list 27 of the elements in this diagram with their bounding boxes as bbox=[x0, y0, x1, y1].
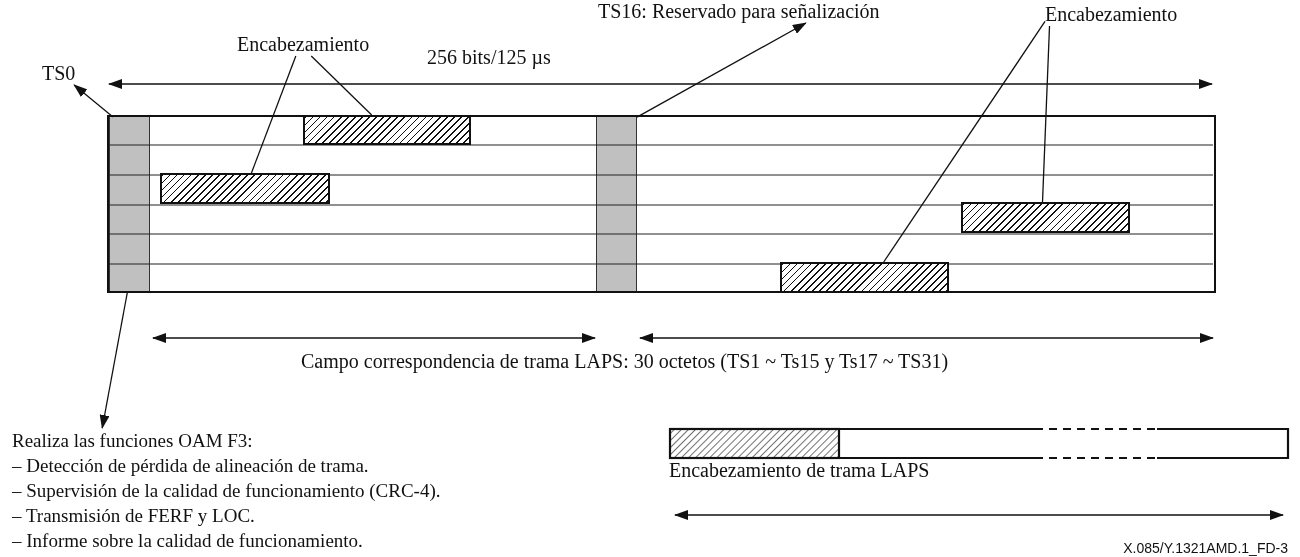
list-item: – Informe sobre la calidad de funcionamiento. bbox=[12, 529, 364, 553]
timeslot-column bbox=[109, 117, 150, 291]
note-heading: Realiza las funciones OAM F3: bbox=[12, 429, 254, 453]
header-block bbox=[961, 202, 1130, 233]
arrow bbox=[73, 84, 114, 118]
timeslot-column bbox=[596, 117, 637, 291]
arrow bbox=[636, 22, 807, 118]
figure-id: X.085/Y.1321AMD.1_FD-3 bbox=[1123, 539, 1288, 557]
leader-line bbox=[250, 55, 297, 174]
callout-label: TS16: Reservado para señalización bbox=[598, 0, 880, 23]
header-block bbox=[303, 115, 471, 145]
leader-line bbox=[883, 20, 1046, 263]
list-item: – Transmisión de FERF y LOC. bbox=[12, 504, 256, 528]
list-item: – Detección de pérdida de alineación de trama. bbox=[12, 454, 370, 478]
caption-text: Encabezamiento de trama LAPS bbox=[669, 459, 930, 482]
dimension-label: 256 bits/125 µs bbox=[427, 46, 551, 69]
timeslot-label: TS0 bbox=[42, 62, 76, 85]
frame-box bbox=[107, 115, 1216, 293]
leader-line bbox=[1041, 25, 1051, 203]
callout-label: Encabezamiento bbox=[237, 33, 370, 56]
header-block bbox=[780, 262, 949, 293]
header-block bbox=[160, 173, 330, 204]
leader-line bbox=[310, 55, 373, 116]
arrow bbox=[99, 290, 129, 429]
callout-label: Encabezamiento bbox=[1045, 3, 1178, 26]
dimension-label: Campo correspondencia de trama LAPS: 30 octetos (TS1 ~ Ts15 y Ts17 ~ TS31) bbox=[301, 350, 949, 373]
list-item: – Supervisión de la calidad de funcionamiento (CRC-4). bbox=[12, 479, 441, 503]
